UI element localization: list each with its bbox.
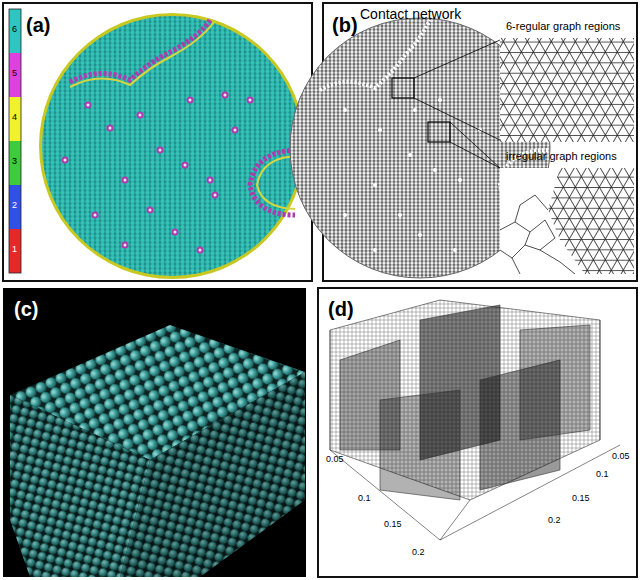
- axis-tick: 0.1: [358, 494, 371, 504]
- panel-title: Contact network: [360, 7, 461, 22]
- colorbar-number: 1: [12, 245, 17, 255]
- colorbar-number: 3: [12, 157, 17, 167]
- axis-tick: 0.05: [326, 455, 344, 465]
- inset-label: irregular graph regions: [506, 150, 617, 162]
- axis-tick: 0.05: [612, 452, 630, 462]
- colorbar-number: 4: [12, 113, 17, 123]
- axis-tick: 0.1: [596, 470, 609, 480]
- inset-label: 6-regular graph regions: [506, 20, 620, 32]
- panel-letter: (b): [332, 14, 358, 36]
- axis-tick: 0.15: [572, 494, 590, 504]
- panel-letter: (d): [328, 298, 354, 320]
- colorbar-number: 6: [12, 25, 17, 35]
- colorbar-number: 2: [12, 201, 17, 211]
- axis-tick: 0.2: [412, 548, 425, 558]
- panel-letter: (a): [26, 14, 50, 36]
- axis-tick: 0.15: [384, 520, 402, 530]
- axis-tick: 0.2: [548, 516, 561, 526]
- panel-letter: (c): [14, 298, 38, 320]
- colorbar-number: 5: [12, 69, 17, 79]
